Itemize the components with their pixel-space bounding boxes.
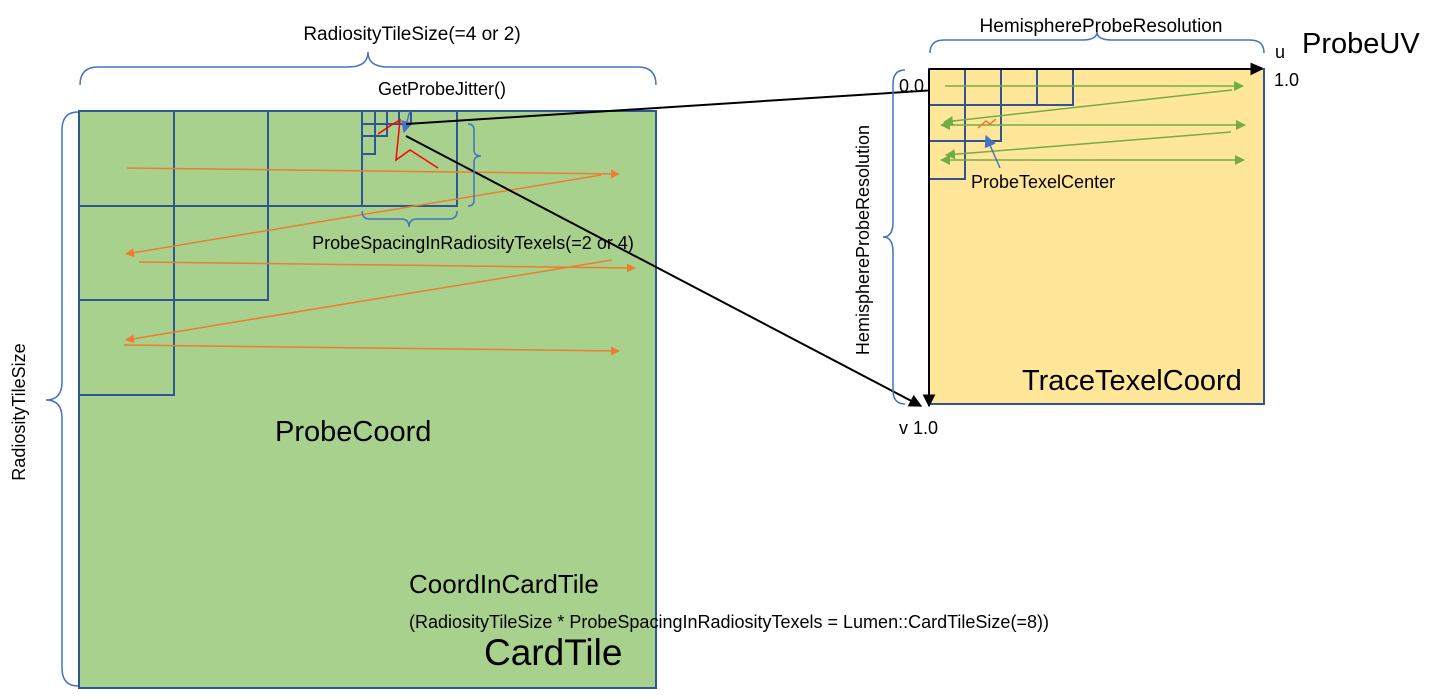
probe-texel-center-label: ProbeTexelCenter bbox=[971, 172, 1115, 192]
jitter-pointer-arrow bbox=[401, 110, 413, 134]
probe-coord-label: ProbeCoord bbox=[275, 416, 431, 448]
probe-grid bbox=[78, 110, 458, 396]
probe-cell bbox=[78, 299, 175, 396]
probe-uv-label: ProbeUV bbox=[1302, 28, 1420, 60]
jitter-zigzag bbox=[377, 118, 439, 169]
probe-cell bbox=[173, 205, 269, 301]
v-one-label: v 1.0 bbox=[899, 418, 938, 438]
jitter-texel bbox=[374, 123, 388, 137]
brace-top-radiosity-tile bbox=[79, 51, 657, 86]
brace-probe-spacing-vertical bbox=[467, 123, 482, 207]
jitter-texel bbox=[361, 135, 376, 155]
card-tile-square bbox=[78, 110, 657, 689]
texel-center-pointer-arrow bbox=[984, 134, 1001, 169]
hemisphere-res-top-label: HemisphereProbeResolution bbox=[980, 16, 1223, 37]
brace-side-hemisphere bbox=[882, 69, 906, 405]
u-one-label: 1.0 bbox=[1274, 70, 1299, 90]
brace-probe-spacing-horizontal bbox=[361, 210, 458, 228]
u-axis-label: u bbox=[1275, 42, 1285, 62]
radiosity-tile-size-top-label: RadiosityTileSize(=4 or 2) bbox=[303, 24, 520, 45]
trace-texel-square bbox=[928, 68, 1265, 405]
probe-spacing-label: ProbeSpacingInRadiosityTexels(=2 or 4) bbox=[312, 233, 634, 253]
radiosity-tile-size-side-label: RadiosityTileSize bbox=[9, 343, 29, 480]
trace-arrow bbox=[943, 89, 1233, 126]
card-tile-label: CardTile bbox=[484, 632, 622, 673]
trace-texel-coord-label: TraceTexelCoord bbox=[1022, 365, 1242, 397]
scan-arrow bbox=[138, 261, 636, 273]
scan-arrow bbox=[126, 167, 620, 179]
get-probe-jitter-label: GetProbeJitter() bbox=[378, 79, 506, 99]
texel-center-zigzag bbox=[977, 118, 997, 129]
scan-arrow bbox=[125, 174, 602, 258]
coord-in-card-tile-label: CoordInCardTile bbox=[409, 569, 599, 599]
trace-arrow bbox=[945, 131, 1232, 160]
mapping-arrow-v bbox=[405, 135, 923, 407]
formula-label: (RadiosityTileSize * ProbeSpacingInRadio… bbox=[409, 612, 1049, 632]
origin-label: 0.0 bbox=[899, 76, 924, 96]
brace-side-radiosity-tile bbox=[45, 111, 79, 687]
hemisphere-res-side-label: HemisphereProbeResolution bbox=[853, 125, 873, 355]
scan-arrow bbox=[123, 344, 620, 356]
trace-arrows bbox=[940, 81, 1246, 165]
probe-scan-arrows bbox=[123, 167, 636, 356]
scan-arrow bbox=[125, 259, 613, 344]
brace-top-hemisphere bbox=[929, 31, 1265, 54]
